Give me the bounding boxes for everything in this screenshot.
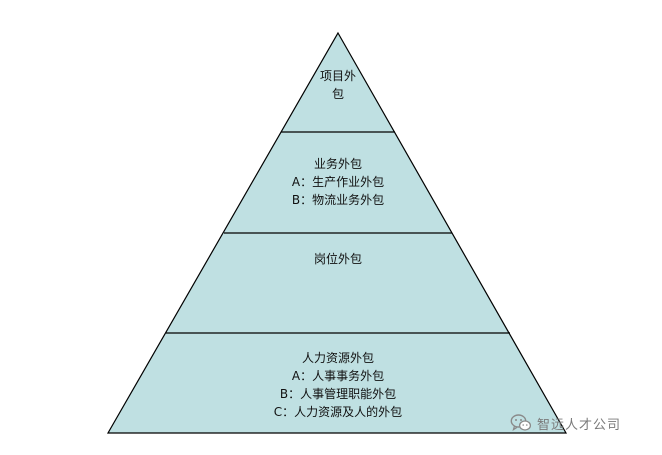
tier-2-item-a: A：生产作业外包 <box>292 175 384 189</box>
tier-2-item-b: B：物流业务外包 <box>292 192 384 207</box>
tier-1-line-2: 包 <box>332 87 344 101</box>
tier-position-outsourcing: 岗位外包 <box>314 251 362 266</box>
tier-3-title: 岗位外包 <box>314 251 362 266</box>
watermark-text: 智远人才公司 <box>537 417 622 433</box>
wechat-icon <box>510 414 532 431</box>
tier-business-outsourcing: 业务外包 A：生产作业外包 B：物流业务外包 <box>292 156 384 207</box>
tier-4-title: 人力资源外包 <box>302 351 374 365</box>
tier-4-item-a: A：人事事务外包 <box>292 368 384 383</box>
watermark: 智远人才公司 <box>510 412 621 434</box>
tier-hr-outsourcing: 人力资源外包 A：人事事务外包 B：人事管理职能外包 C：人力资源及人的外包 <box>274 351 402 419</box>
tier-2-title: 业务外包 <box>314 156 362 171</box>
tier-project-outsourcing: 项目外 包 <box>320 69 356 101</box>
tier-1-line-1: 项目外 <box>320 69 356 83</box>
tier-4-item-c: C：人力资源及人的外包 <box>274 404 402 419</box>
tier-4-item-b: B：人事管理职能外包 <box>280 386 396 401</box>
